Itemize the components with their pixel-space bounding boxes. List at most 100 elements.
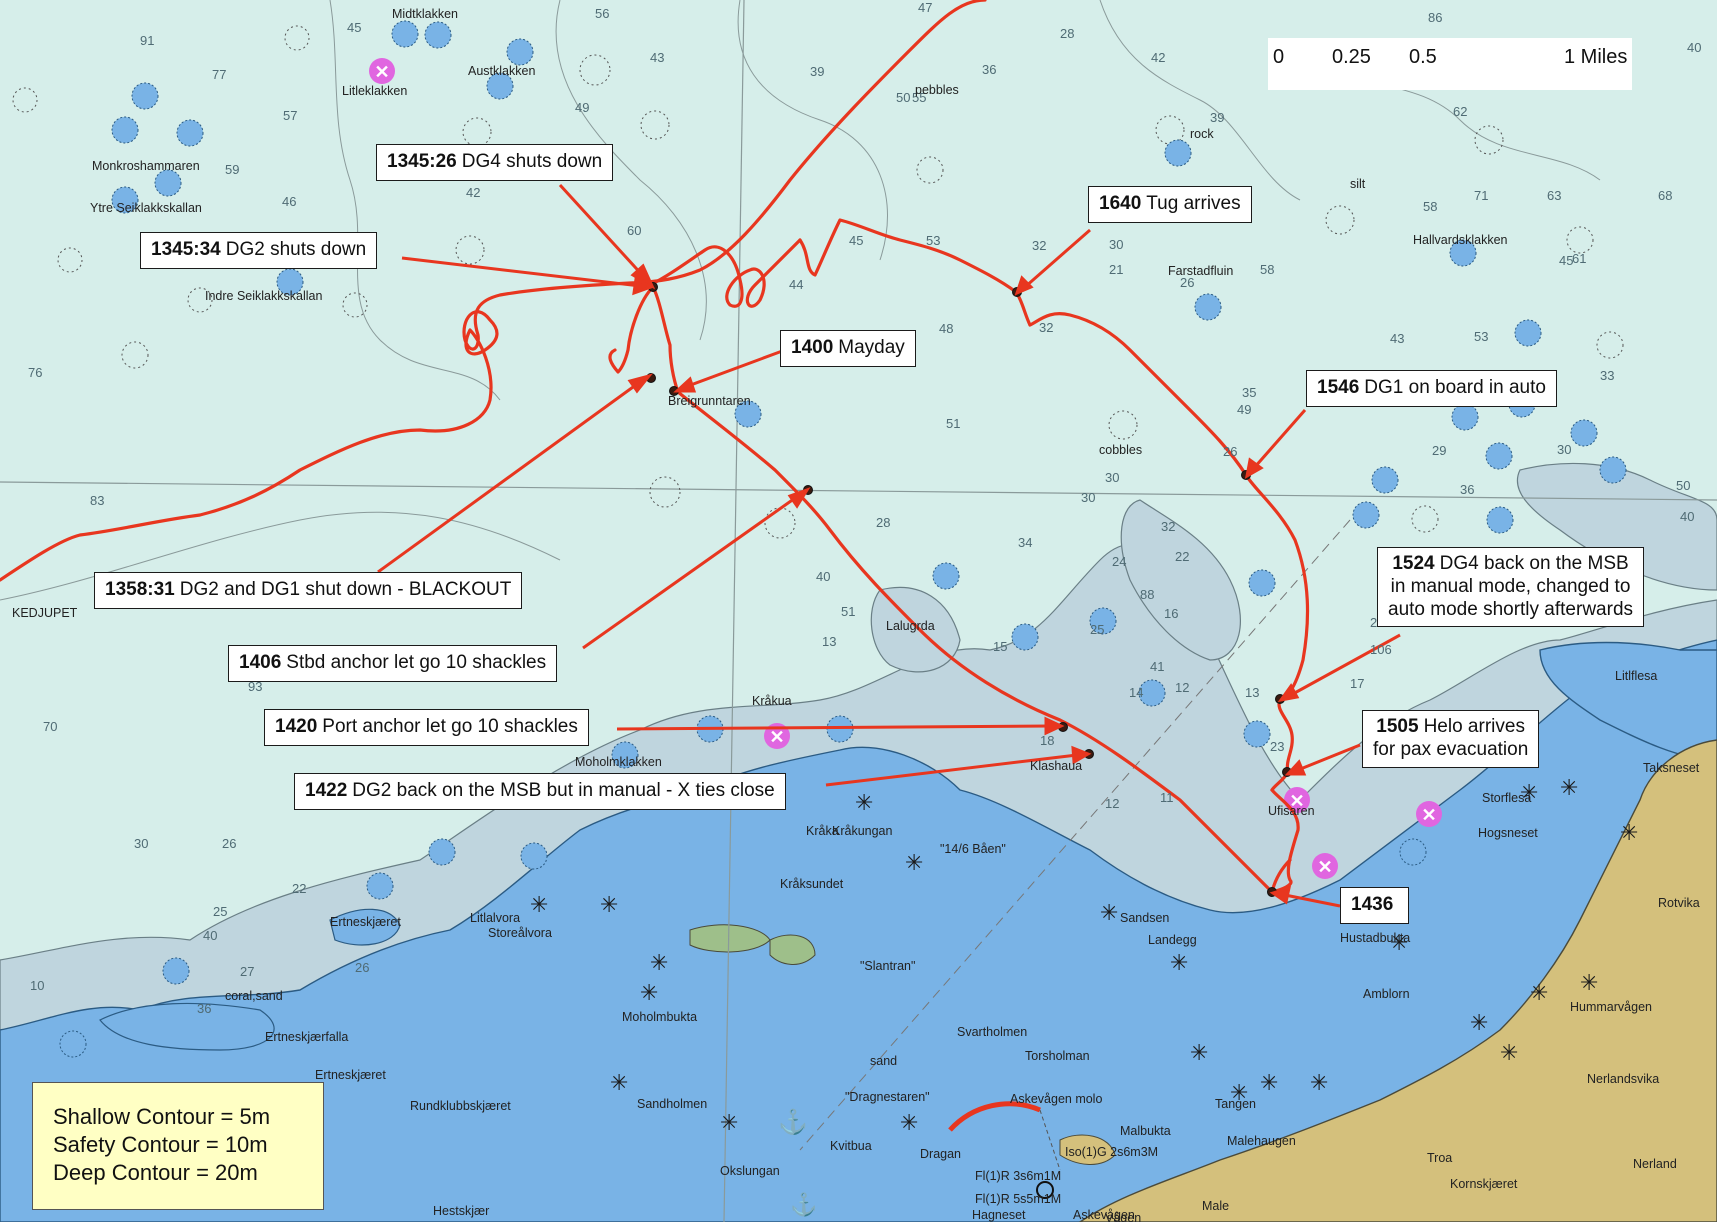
callout-text: DG2 and DG1 shut down - BLACKOUT bbox=[179, 579, 512, 600]
shallow-area-sandbank bbox=[1120, 499, 1241, 661]
place-name: Indre Seiklakkskallan bbox=[205, 289, 322, 303]
anchor-icon: ⚓ bbox=[778, 1108, 808, 1136]
depth-sounding: 93 bbox=[248, 679, 262, 694]
depth-sounding: 58 bbox=[1260, 262, 1274, 277]
place-name: Hestskjær bbox=[433, 1204, 489, 1218]
depth-sounding: 35 bbox=[1242, 385, 1256, 400]
depth-sounding: 42 bbox=[466, 185, 480, 200]
place-name: Nerland bbox=[1633, 1157, 1677, 1171]
contour-legend: Shallow Contour = 5m Safety Contour = 10… bbox=[32, 1082, 324, 1210]
place-name: Kråksundet bbox=[780, 877, 844, 891]
place-name: Hallvardsklakken bbox=[1413, 233, 1508, 247]
leading-line bbox=[799, 519, 1351, 1151]
callout-text: Tug arrives bbox=[1146, 193, 1241, 214]
depth-sounding: 32 bbox=[1161, 519, 1175, 534]
callout-time: 1406 bbox=[239, 652, 282, 673]
callout-time: 1422 bbox=[305, 780, 348, 801]
depth-sounding: 50 bbox=[896, 90, 910, 105]
shallow-area-kvalungan bbox=[870, 586, 961, 673]
legend-shallow-contour: Shallow Contour = 5m bbox=[53, 1104, 271, 1129]
very-shallow-islet-left bbox=[99, 1002, 275, 1051]
place-name: Tangen bbox=[1215, 1097, 1256, 1111]
callout-time: 1524 bbox=[1392, 553, 1435, 574]
svg-text:✕: ✕ bbox=[1421, 805, 1436, 825]
callout-time: 1505 bbox=[1376, 716, 1419, 737]
place-names: MidtklakkenLitleklakkenAustklakkenMonkro… bbox=[12, 7, 1700, 1222]
callout-time: 1436 bbox=[1351, 894, 1394, 915]
place-name: Troa bbox=[1427, 1151, 1452, 1165]
svg-text:✳: ✳ bbox=[1100, 901, 1118, 926]
place-name: Amblorn bbox=[1363, 987, 1410, 1001]
depth-sounding: 26 bbox=[222, 836, 236, 851]
callout-1436: 1436 bbox=[1340, 887, 1410, 924]
vessel-track bbox=[0, 0, 1310, 894]
depth-sounding: 25 bbox=[213, 904, 227, 919]
depth-sounding: 30 bbox=[1557, 442, 1571, 457]
depth-sounding: 36 bbox=[1460, 482, 1474, 497]
place-name: Malehaugen bbox=[1227, 1134, 1296, 1148]
svg-text:✳: ✳ bbox=[905, 851, 923, 876]
depth-sounding: 26 bbox=[355, 960, 369, 975]
scale-label-025: 0.25 bbox=[1332, 46, 1371, 68]
depth-sounding: 22 bbox=[1175, 549, 1189, 564]
very-shallow-area bbox=[0, 639, 1717, 1222]
place-name: Landegg bbox=[1148, 933, 1197, 947]
place-name: "Slantran" bbox=[860, 959, 915, 973]
callout-text: Stbd anchor let go 10 shackles bbox=[286, 652, 547, 673]
very-shallow-islet-mid bbox=[329, 908, 401, 946]
depth-sounding: 12 bbox=[1105, 796, 1119, 811]
svg-text:✳: ✳ bbox=[1390, 931, 1408, 956]
depth-sounding: 39 bbox=[810, 64, 824, 79]
place-name: Lalugrda bbox=[886, 619, 935, 633]
place-name: Ertneskjæret bbox=[330, 915, 401, 929]
callout-time: 1400 bbox=[791, 337, 834, 358]
scale-label-0: 0 bbox=[1273, 46, 1285, 68]
depth-sounding: 63 bbox=[1547, 188, 1561, 203]
depth-sounding: 36 bbox=[197, 1001, 211, 1016]
place-name: Male bbox=[1202, 1199, 1229, 1213]
depth-sounding: 32 bbox=[1039, 320, 1053, 335]
place-name: Moholmbukta bbox=[622, 1010, 697, 1024]
place-name: Austklakken bbox=[468, 64, 535, 78]
depth-sounding: 88 bbox=[1140, 587, 1154, 602]
depth-sounding: 91 bbox=[140, 33, 154, 48]
depth-sounding: 49 bbox=[1237, 402, 1251, 417]
place-name: Nerlandsvika bbox=[1587, 1072, 1659, 1086]
callout-time: 1640 bbox=[1099, 193, 1142, 214]
place-name: "Dragnestaren" bbox=[845, 1090, 930, 1104]
svg-text:✳: ✳ bbox=[1170, 951, 1188, 976]
depth-sounding: 106 bbox=[1370, 642, 1392, 657]
depth-sounding: 77 bbox=[212, 67, 226, 82]
depth-sounding: 76 bbox=[28, 365, 42, 380]
light-characteristic-label: Iso(1)G 2s6m3M bbox=[1065, 1145, 1158, 1159]
place-name: Taksneset bbox=[1643, 761, 1700, 775]
depth-sounding: 71 bbox=[1474, 188, 1488, 203]
depth-sounding: 16 bbox=[1164, 606, 1178, 621]
navigation-aids: ⚓ ⚓ bbox=[778, 1101, 1061, 1217]
place-name: Hogsneset bbox=[1478, 826, 1538, 840]
place-name: Rundklubbskjæret bbox=[410, 1099, 511, 1113]
depth-sounding: 58 bbox=[1423, 199, 1437, 214]
place-name: Sandholmen bbox=[637, 1097, 707, 1111]
svg-text:✳: ✳ bbox=[650, 951, 668, 976]
place-name: Farstadfluin bbox=[1168, 264, 1233, 278]
place-name: silt bbox=[1350, 177, 1366, 191]
svg-text:✕: ✕ bbox=[1289, 791, 1304, 811]
depth-sounding: 53 bbox=[926, 233, 940, 248]
depth-sounding: 41 bbox=[1150, 659, 1164, 674]
svg-text:✳: ✳ bbox=[720, 1111, 738, 1136]
callout-text: DG4 shuts down bbox=[461, 151, 603, 172]
depth-sounding: 26 bbox=[1180, 275, 1194, 290]
svg-text:✳: ✳ bbox=[1560, 776, 1578, 801]
place-name: Litleklakken bbox=[342, 84, 407, 98]
scale-label-05: 0.5 bbox=[1409, 46, 1437, 68]
place-name: Hummarvågen bbox=[1570, 1000, 1652, 1014]
